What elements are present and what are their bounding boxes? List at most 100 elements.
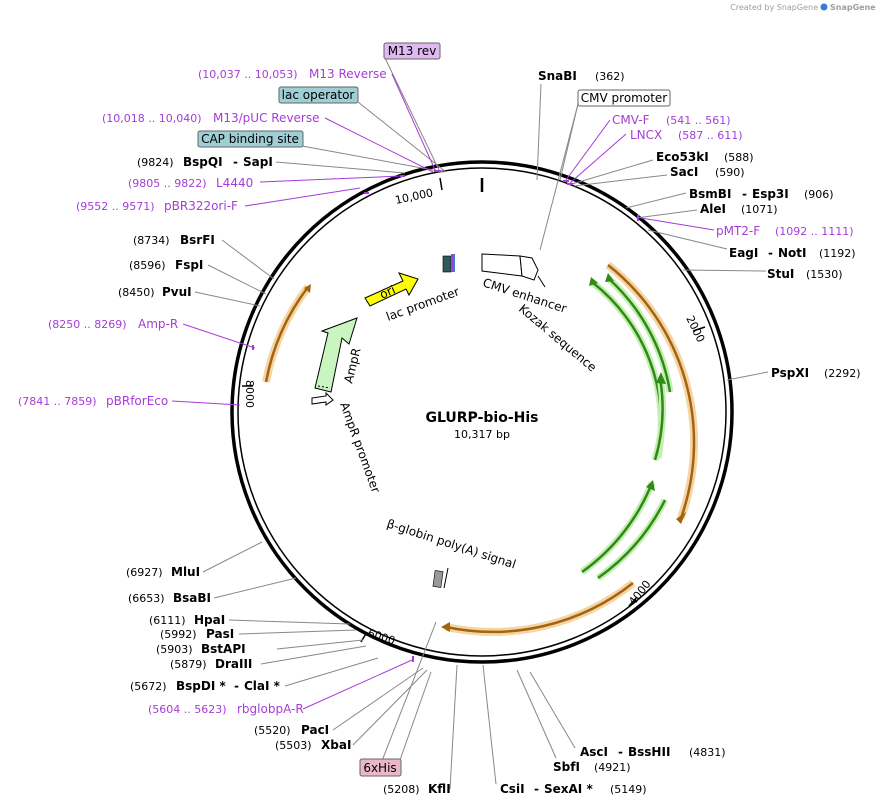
svg-text:SnapGene: SnapGene <box>830 3 876 12</box>
primer-name: pBR322ori-F <box>164 199 238 213</box>
site-sbfi[interactable]: SbfI (4921) <box>553 760 631 774</box>
primer-m13-reverse[interactable]: (10,037 .. 10,053) M13 Reverse <box>198 67 387 81</box>
site-pasi[interactable]: (5992) PasI <box>160 627 234 641</box>
site-csii-sexai[interactable]: CsiI - SexAI * (5149) <box>500 782 647 796</box>
site-name: BsaBI <box>173 591 211 605</box>
site-paci[interactable]: (5520) PacI <box>254 723 329 737</box>
site-position: (6111) <box>149 614 186 627</box>
site-saci[interactable]: SacI (590) <box>670 165 745 179</box>
site-asci-bsshii[interactable]: AscI - BssHII (4831) <box>580 745 726 759</box>
globin-label: β-globin poly(A) signal <box>385 517 518 572</box>
svg-text:-: - <box>742 187 747 201</box>
ampr-feature[interactable]: AmpR <box>314 317 364 393</box>
ori-feature[interactable]: ori <box>364 272 419 307</box>
m13-rev-box[interactable]: M13 rev <box>383 42 441 60</box>
site-bsmbi-esp3i[interactable]: BsmBI - Esp3I (906) <box>689 187 834 201</box>
site-name: BsrFI <box>180 233 215 247</box>
site-stui[interactable]: StuI (1530) <box>767 267 843 281</box>
site-hpai[interactable]: (6111) HpaI <box>149 613 225 627</box>
site-name: AleI <box>700 202 726 216</box>
tick-label-2000: 2000 <box>683 314 707 345</box>
site-position: (5879) <box>170 658 207 671</box>
primer-l4440[interactable]: (9805 .. 9822) L4440 <box>128 176 253 190</box>
primer-pbrforeco[interactable]: (7841 .. 7859) pBRforEco <box>18 394 168 408</box>
site-pspxi[interactable]: PspXI (2292) <box>771 366 861 380</box>
cmv-promoter-box[interactable]: CMV promoter <box>577 89 671 107</box>
credit-text: Created by SnapGene <box>730 3 818 12</box>
site-position: (5992) <box>160 628 197 641</box>
site-name: KflI <box>428 782 451 796</box>
primer-amp-r[interactable]: (8250 .. 8269) Amp-R <box>48 317 178 331</box>
site-position: (590) <box>715 166 745 179</box>
primer-name: M13 Reverse <box>309 67 387 81</box>
site-name: SbfI <box>553 760 580 774</box>
site-position: (2292) <box>824 367 861 380</box>
ampr-promoter-feature[interactable]: AmpR promoter <box>311 391 383 495</box>
site-draiii[interactable]: (5879) DraIII <box>170 657 252 671</box>
cap-binding-box[interactable]: CAP binding site <box>197 130 304 148</box>
cmv-promoter-label: CMV promoter <box>581 91 668 105</box>
site-position: (9824) <box>137 156 174 169</box>
his-tag-box[interactable]: 6xHis <box>359 758 402 777</box>
site-eagi-noti[interactable]: EagI - NotI (1192) <box>729 246 856 260</box>
site-fspi[interactable]: (8596) FspI <box>129 258 203 272</box>
lac-operator-box[interactable]: lac operator <box>278 86 359 104</box>
site-bspdi-clai[interactable]: (5672) BspDI * - ClaI * <box>130 679 281 693</box>
site-bsrfi[interactable]: (8734) BsrFI <box>133 233 215 247</box>
site-name: BspDI * <box>176 679 226 693</box>
site-snabi[interactable]: SnaBI (362) <box>538 69 625 83</box>
primer-rbglobpa-r[interactable]: (5604 .. 5623) rbglobpA-R <box>148 702 304 716</box>
primer-name: pBRforEco <box>106 394 168 408</box>
site-position: (5149) <box>610 783 647 796</box>
green-orf-arcs <box>579 273 674 581</box>
site-name: PasI <box>206 627 234 641</box>
site-eco53ki[interactable]: Eco53kI (588) <box>656 150 754 164</box>
globin-feature[interactable]: β-globin poly(A) signal <box>385 517 518 589</box>
site-name: BsmBI <box>689 187 731 201</box>
site-alei[interactable]: AleI (1071) <box>700 202 778 216</box>
tick-marks <box>242 177 706 643</box>
site-name: AscI <box>580 745 608 759</box>
site-bsabi[interactable]: (6653) BsaBI <box>128 591 211 605</box>
primer-range: (1092 .. 1111) <box>775 225 854 238</box>
site-position: (6653) <box>128 592 165 605</box>
tick-label-10000: 10,000 <box>394 186 434 207</box>
site-bspqi-sapi[interactable]: (9824) BspQI - SapI <box>137 155 273 169</box>
site-pvui[interactable]: (8450) PvuI <box>118 285 192 299</box>
plasmid-size: 10,317 bp <box>454 428 510 441</box>
site-position: (1530) <box>806 268 843 281</box>
site-xbai[interactable]: (5503) XbaI <box>275 738 351 752</box>
backbone-outer-circle <box>230 160 734 664</box>
primer-range: (7841 .. 7859) <box>18 395 97 408</box>
primer-name: rbglobpA-R <box>237 702 304 716</box>
primer-name: CMV-F <box>612 113 650 127</box>
primer-lncx[interactable]: LNCX (587 .. 611) <box>630 128 743 142</box>
site-position: (6927) <box>126 566 163 579</box>
site-position: (5208) <box>383 783 420 796</box>
primer-name: Amp-R <box>138 317 178 331</box>
primer-pbr322[interactable]: (9552 .. 9571) pBR322ori-F <box>76 199 238 213</box>
site-position: (5903) <box>156 643 193 656</box>
lac-operator-label: lac operator <box>282 88 355 102</box>
site-position: (8596) <box>129 259 166 272</box>
site-name: EagI <box>729 246 758 260</box>
site-name-2: BssHII <box>628 745 670 759</box>
ampr-label: AmpR <box>341 347 363 385</box>
primer-m13-puc[interactable]: (10,018 .. 10,040) M13/pUC Reverse <box>102 111 320 125</box>
primer-pmt2-f[interactable]: pMT2-F (1092 .. 1111) <box>716 224 854 238</box>
primer-name: pMT2-F <box>716 224 760 238</box>
site-mlui[interactable]: (6927) MluI <box>126 565 200 579</box>
site-position: (362) <box>595 70 625 83</box>
site-name: Eco53kI <box>656 150 709 164</box>
site-kfli[interactable]: (5208) KflI <box>383 782 451 796</box>
primer-range: (9552 .. 9571) <box>76 200 155 213</box>
site-bstapi[interactable]: (5903) BstAPI <box>156 642 246 656</box>
tick-label-6000: 6000 <box>366 626 397 647</box>
primer-range: (8250 .. 8269) <box>48 318 127 331</box>
cmv-enhancer-feature[interactable]: CMV enhancer Kozak sequence <box>481 253 599 375</box>
primer-cmv-f[interactable]: CMV-F (541 .. 561) <box>612 113 731 127</box>
svg-text:-: - <box>618 745 623 759</box>
m13-rev-label: M13 rev <box>388 44 437 58</box>
primer-range: (587 .. 611) <box>678 129 743 142</box>
site-name: SacI <box>670 165 698 179</box>
